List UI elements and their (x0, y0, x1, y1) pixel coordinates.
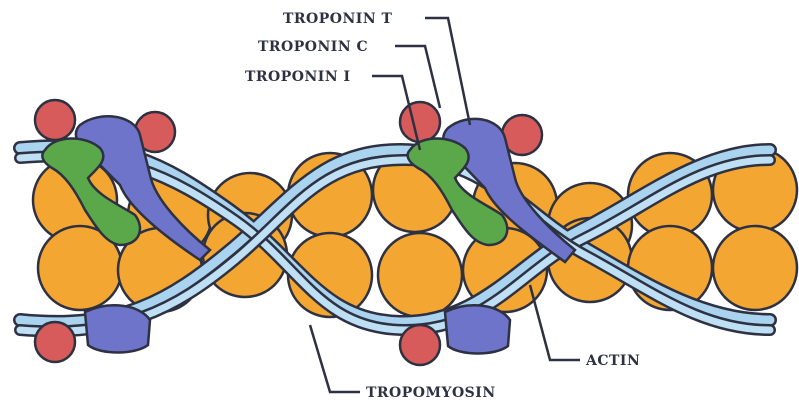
troponin-t-lower (85, 305, 150, 352)
actin-bead (378, 233, 462, 317)
troponin-i-label: TROPONIN I (245, 69, 351, 85)
troponin-c-lobe (400, 102, 440, 142)
tropomyosin-leader (310, 325, 360, 392)
troponin-c-label: TROPONIN C (258, 39, 368, 55)
troponin-t-label: TROPONIN T (283, 11, 392, 27)
tropomyosin-label: TROPOMYOSIN (366, 385, 496, 401)
actin-bead (713, 226, 797, 310)
troponin-c-lobe (400, 325, 440, 365)
troponin-c-lobe (35, 100, 75, 140)
troponin-c-lobe (35, 322, 75, 362)
troponin-t-lower (445, 305, 510, 353)
actin-label: ACTIN (585, 353, 640, 369)
